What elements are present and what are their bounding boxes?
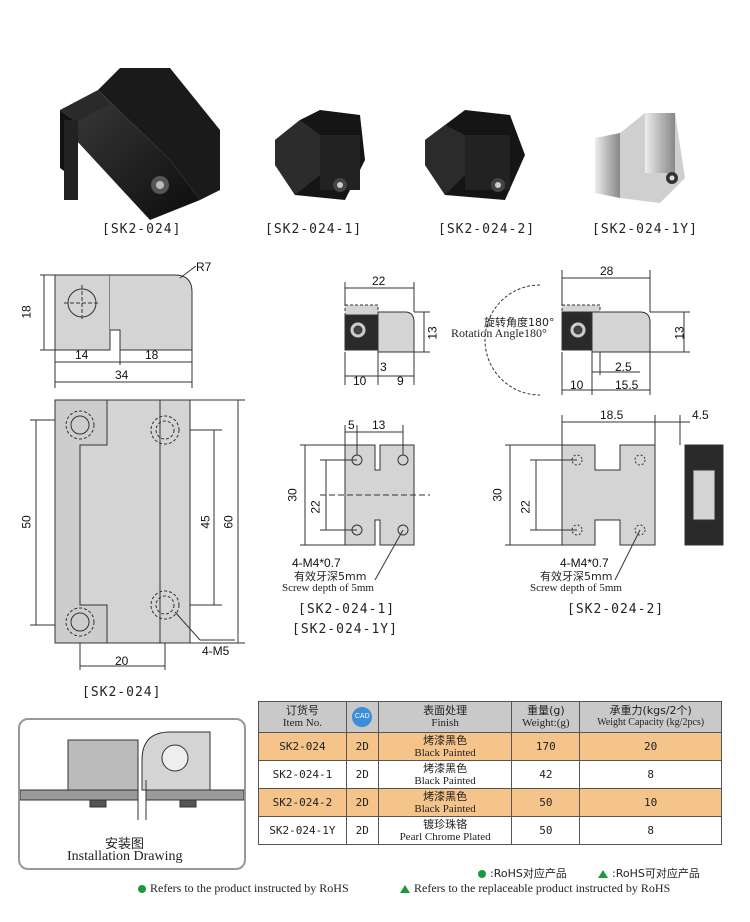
- product-photo-sk2-024-1: [275, 110, 365, 200]
- thread-m4-right: 4-M4*0.7: [560, 556, 609, 570]
- dim-20: 20: [115, 654, 129, 668]
- product-photo-sk2-024: [60, 68, 220, 220]
- dim-3: 3: [380, 360, 387, 374]
- dim-34: 34: [115, 368, 129, 382]
- installation-drawing-panel: 安装图 Installation Drawing: [18, 718, 246, 870]
- thread-m4: 4-M4*0.7: [292, 556, 341, 570]
- caption-sk2-024-1: [SK2-024-1]: [265, 222, 363, 237]
- screw-depth-zh-right: 有效牙深5mm: [540, 570, 613, 583]
- rohs-triangle-icon: [598, 870, 608, 878]
- installation-illustration: [20, 731, 244, 820]
- technical-drawings: [30, 265, 724, 670]
- dim-14: 14: [75, 348, 89, 362]
- thread-4-m5: 4-M5: [202, 644, 230, 658]
- dim-45: 45: [198, 515, 213, 529]
- rohs-triangle-icon: [400, 885, 410, 894]
- dim-10-right: 10: [570, 378, 584, 392]
- dim-60: 60: [221, 515, 236, 529]
- dim-22-front: 22: [308, 500, 323, 514]
- dim-5: 5: [348, 418, 355, 432]
- dim-10: 10: [353, 374, 367, 388]
- screw-depth-zh: 有效牙深5mm: [294, 570, 367, 583]
- caption-drawing-sk2-024-1: [SK2-024-1]: [298, 602, 396, 617]
- screw-depth-en: Screw depth of 5mm: [282, 582, 374, 594]
- dim-r7: R7: [196, 260, 212, 274]
- caption-sk2-024: [SK2-024]: [102, 222, 182, 237]
- installation-title-zh: 安装图: [105, 837, 145, 852]
- dim-9: 9: [397, 374, 404, 388]
- cad-icon: CAD: [352, 707, 373, 727]
- dim-13-right: 13: [672, 326, 687, 340]
- legend-rohs-replaceable-en: Refers to the replaceable product instru…: [400, 881, 670, 896]
- rohs-dot-icon: [478, 870, 486, 878]
- dim-18: 18: [145, 348, 159, 362]
- caption-drawing-sk2-024: [SK2-024]: [82, 685, 162, 700]
- caption-sk2-024-1y: [SK2-024-1Y]: [592, 222, 698, 237]
- legend-rohs-en: Refers to the product instructed by RoHS: [138, 881, 349, 896]
- rotation-angle-en: Rotation Angle180°: [451, 326, 547, 340]
- dim-15-5: 15.5: [615, 378, 639, 392]
- installation-title-en: Installation Drawing: [67, 849, 183, 864]
- dim-18-vertical: 18: [19, 305, 34, 319]
- caption-sk2-024-2: [SK2-024-2]: [438, 222, 536, 237]
- dim-4-5: 4.5: [692, 408, 709, 422]
- dim-30: 30: [285, 488, 300, 502]
- dim-22-right: 22: [518, 500, 533, 514]
- header-weight: 重量(g)Weight:(g): [511, 701, 581, 733]
- legend-rohs-zh: :RoHS对应产品: [478, 865, 567, 881]
- product-photo-sk2-024-1y: [595, 113, 685, 203]
- dim-30-right: 30: [490, 488, 505, 502]
- rohs-dot-icon: [138, 885, 146, 894]
- caption-drawing-sk2-024-2: [SK2-024-2]: [567, 602, 665, 617]
- dim-28: 28: [600, 264, 614, 278]
- dim-50: 50: [19, 515, 34, 529]
- header-capacity: 承重力(kgs/2个)Weight Capacity (kg/2pcs): [579, 701, 722, 733]
- dim-13: 13: [425, 326, 440, 340]
- header-cad: CAD: [345, 701, 379, 733]
- dim-13-front: 13: [372, 418, 386, 432]
- caption-drawing-sk2-024-1y: [SK2-024-1Y]: [292, 622, 398, 637]
- screw-depth-en-right: Screw depth of 5mm: [530, 582, 622, 594]
- rotation-angle-zh: 旋转角度180°: [484, 316, 555, 329]
- product-photo-sk2-024-2: [425, 110, 525, 200]
- legend-rohs-replaceable-zh: :RoHS可对应产品: [598, 865, 700, 881]
- dim-2-5: 2.5: [615, 360, 632, 374]
- dim-22: 22: [372, 274, 386, 288]
- dim-18-5: 18.5: [600, 408, 624, 422]
